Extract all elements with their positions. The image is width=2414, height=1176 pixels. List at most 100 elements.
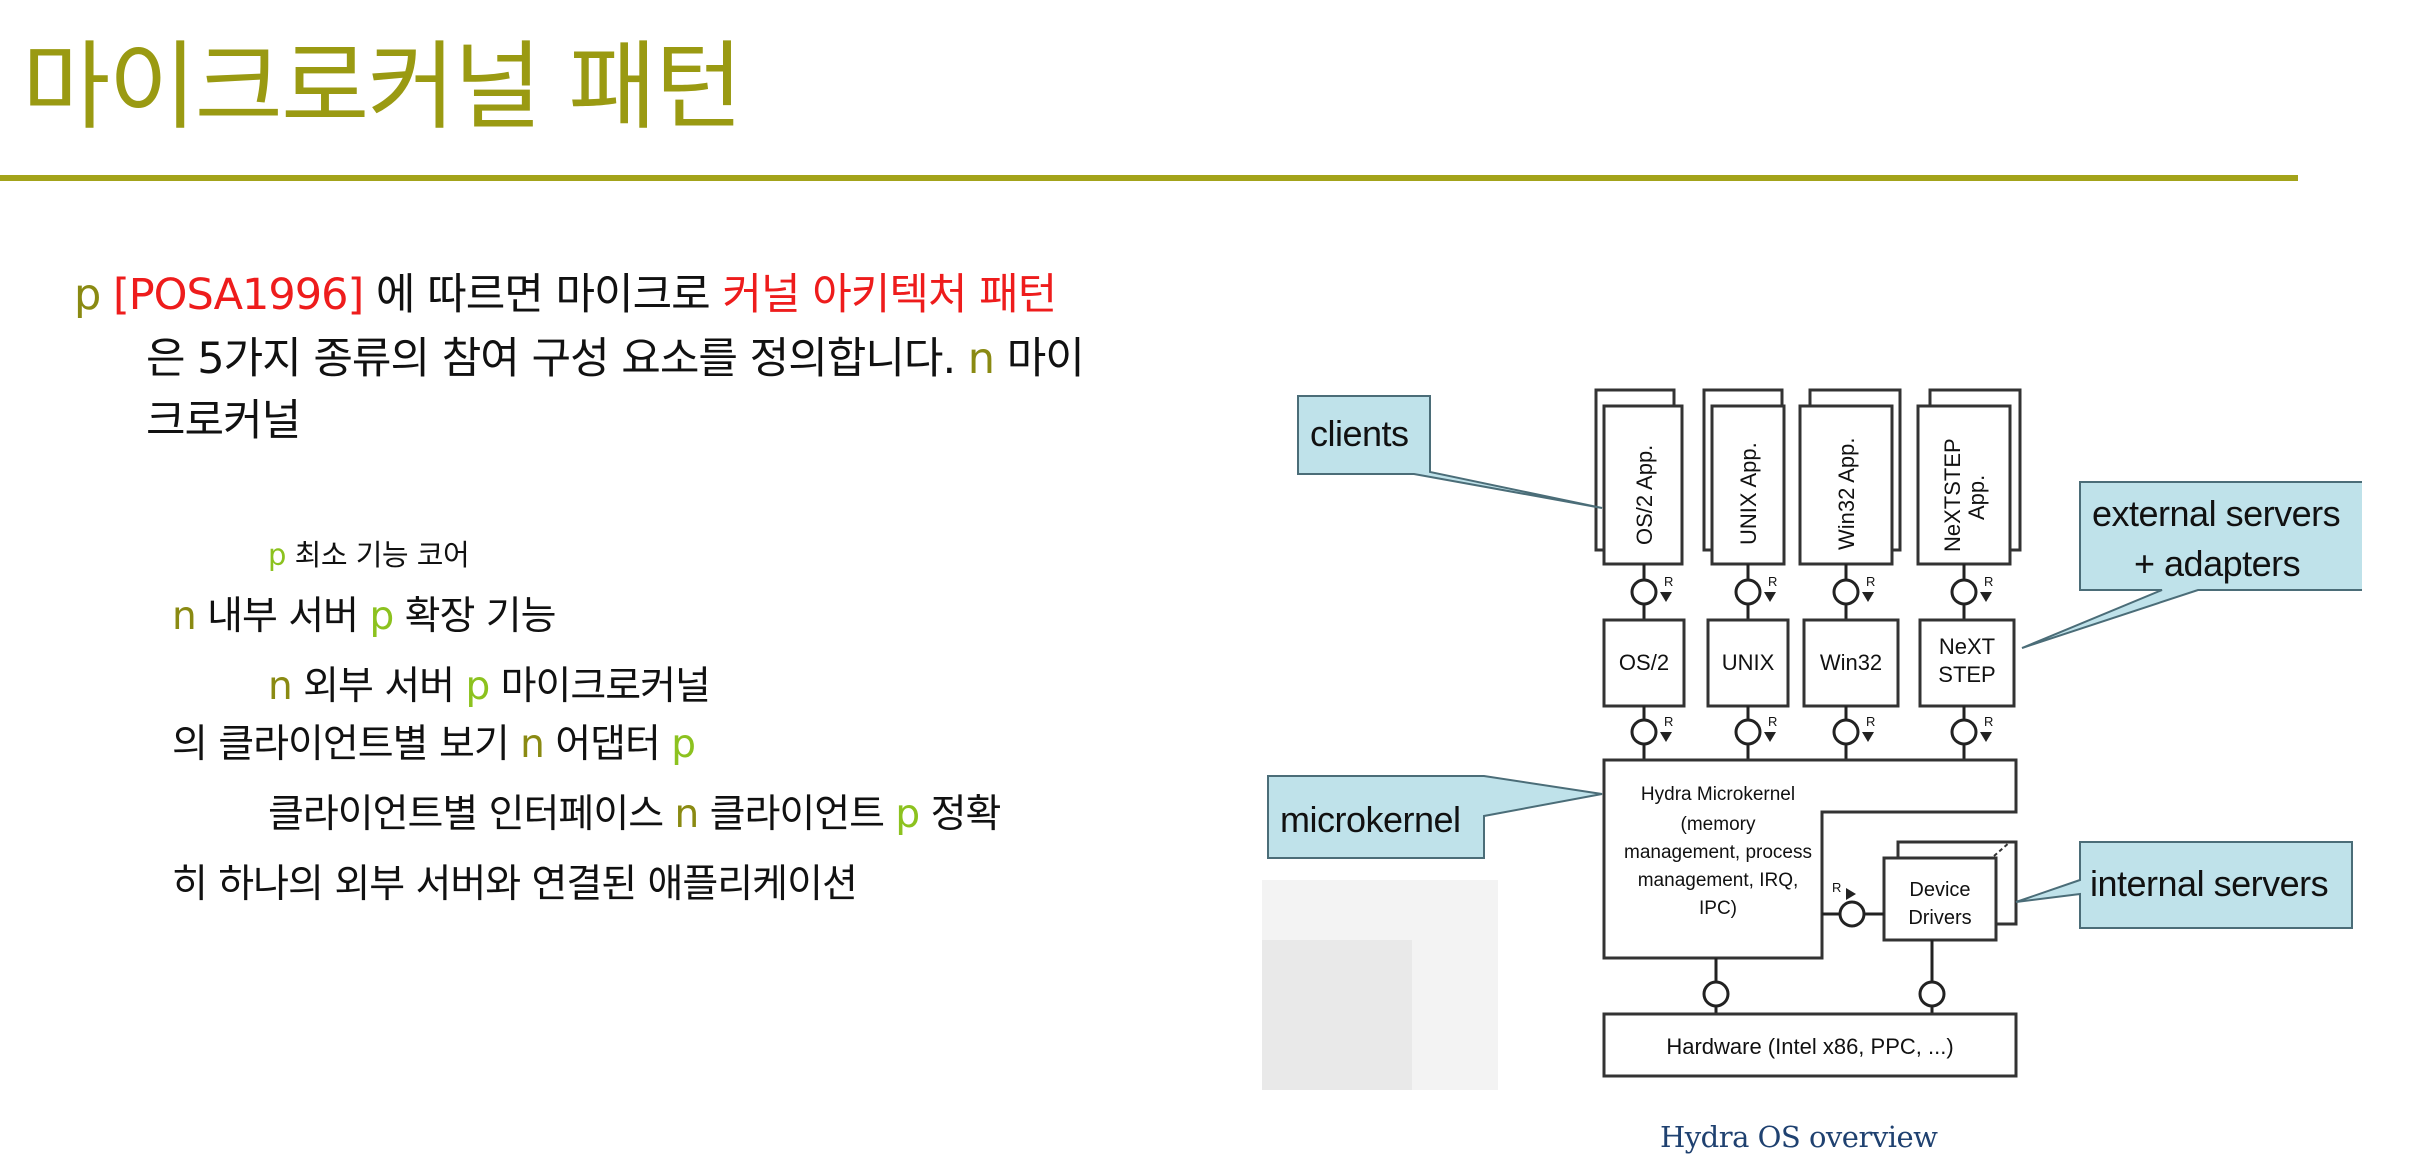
callout-internal-servers (2015, 841, 2353, 929)
body-text: 크로커널 (146, 396, 301, 446)
microkernel-label: Hydra Microkernel (1641, 784, 1795, 805)
bullet-n: n (967, 334, 995, 384)
microkernel-box (1602, 758, 2018, 960)
body-text: 의 클라이언트별 보기 (172, 722, 521, 767)
app-label-os2: OS/2 App. (1632, 445, 1657, 545)
server-box-os2 (1602, 618, 1686, 708)
slide-title: 마이크로커널 패턴 (22, 31, 743, 143)
highlight-text: 커널 아키텍처 패턴 (722, 270, 1057, 320)
body-text: 마이 (994, 334, 1085, 384)
port-r-label: R (1768, 574, 1777, 589)
diagram-background-shade (1262, 940, 1412, 1090)
bullet-p: p (465, 664, 490, 709)
callout-clients (1297, 395, 1603, 509)
body-text: 클라이언트 (698, 792, 896, 837)
bullet-p: p (268, 538, 286, 572)
app-label-nextstep: NeXTSTEP (1940, 438, 1965, 552)
body-line-5: n 내부 서버 p 확장 기능 (172, 594, 557, 641)
body-text: 정확 (919, 792, 1002, 837)
port-circle (1832, 718, 1860, 746)
body-text: 은 5가지 종류의 참여 구성 요소를 정의합니다. (146, 334, 968, 384)
callout-external-label-1: external servers (2092, 493, 2340, 534)
server-label-step: STEP (1938, 662, 1995, 687)
port-circle (1918, 980, 1946, 1008)
app-box-unix (1710, 404, 1786, 566)
hydra-os-diagram: OS/2 App. UNIX App. Win32 App. NeXTSTEP … (1267, 388, 2362, 1078)
drivers-label: Device (1909, 879, 1970, 901)
diagram-caption: Hydra OS overview (1660, 1120, 1938, 1154)
body-line-1: p [POSA1996] 에 따르면 마이크로 커널 아키텍처 패턴 (74, 270, 1057, 322)
server-box-win32 (1802, 618, 1900, 708)
app-box-os2 (1602, 404, 1684, 566)
callout-external-servers (2021, 481, 2362, 649)
body-line-6: n 외부 서버 p 마이크로커널 (268, 664, 711, 711)
port-r-label: R (1664, 574, 1673, 589)
body-text: 클라이언트별 인터페이스 (268, 792, 675, 837)
port-r-label: R (1866, 574, 1875, 589)
body-text: 마이크로커널 (489, 664, 711, 709)
reference-posa1996: [POSA1996] (112, 270, 364, 320)
bullet-n: n (172, 594, 197, 639)
hardware-label: Hardware (Intel x86, PPC, ...) (1666, 1034, 1953, 1059)
port-circle (1832, 578, 1860, 606)
microkernel-label: (memory (1681, 814, 1756, 835)
port-r-label: R (1866, 714, 1875, 729)
server-box-nextstep (1918, 618, 2016, 708)
microkernel-label: IPC) (1699, 898, 1737, 919)
port-r-label: R (1984, 714, 1993, 729)
body-text: 히 하나의 외부 서버와 연결된 애플리케이션 (172, 862, 858, 907)
body-line-3: 크로커널 (146, 396, 301, 448)
server-label-unix: UNIX (1722, 650, 1775, 675)
port-circle (1702, 980, 1730, 1008)
body-line-2: 은 5가지 종류의 참여 구성 요소를 정의합니다. n 마이 (146, 334, 1085, 386)
server-box-unix (1706, 618, 1790, 708)
bullet-n: n (674, 792, 699, 837)
server-label-next: NeXT (1939, 634, 1995, 659)
body-line-7: 의 클라이언트별 보기 n 어댑터 p (172, 722, 696, 769)
title-divider (0, 175, 2298, 181)
body-text: 확장 기능 (393, 594, 557, 639)
port-circle (1734, 718, 1762, 746)
device-drivers-box (1882, 856, 1998, 942)
callout-external-label-2: + adapters (2134, 543, 2300, 584)
body-line-8: 클라이언트별 인터페이스 n 클라이언트 p 정확 (268, 792, 1002, 839)
body-text: 외부 서버 (291, 664, 466, 709)
port-circle (1630, 578, 1658, 606)
port-circle (1950, 718, 1978, 746)
app-box-nextstep (1916, 404, 2012, 566)
callout-microkernel (1267, 775, 1603, 859)
app-label-unix: UNIX App. (1736, 442, 1761, 545)
port-r-label: R (1768, 714, 1777, 729)
port-circle (1838, 900, 1866, 928)
port-r-label: R (1984, 574, 1993, 589)
server-label-os2: OS/2 (1619, 650, 1669, 675)
bullet-p: p (671, 722, 696, 767)
port-circle (1950, 578, 1978, 606)
body-text: 내부 서버 (195, 594, 370, 639)
body-text: 최소 기능 코어 (285, 538, 470, 572)
app-label-nextstep-app: App. (1964, 475, 1989, 520)
port-circle (1630, 718, 1658, 746)
app-box-win32 (1798, 404, 1894, 566)
bullet-n: n (520, 722, 545, 767)
callout-microkernel-label: microkernel (1280, 799, 1461, 840)
microkernel-label: management, process (1624, 842, 1812, 863)
port-r-label: R (1832, 880, 1841, 895)
port-circle (1734, 578, 1762, 606)
port-r-label: R (1664, 714, 1673, 729)
server-label-win32: Win32 (1820, 650, 1882, 675)
bullet-n: n (268, 664, 293, 709)
bullet-p: p (369, 594, 394, 639)
body-text: 어댑터 (543, 722, 672, 767)
callout-clients-label: clients (1310, 413, 1409, 454)
callout-internal-label: internal servers (2090, 863, 2328, 904)
body-line-4: p 최소 기능 코어 (268, 538, 470, 573)
microkernel-label: management, IRQ, (1638, 870, 1799, 891)
body-text: 에 따르면 마이크로 (363, 270, 723, 320)
bullet-p: p (74, 270, 101, 320)
hardware-box (1602, 1012, 2018, 1078)
bullet-p: p (895, 792, 920, 837)
drivers-label: Drivers (1908, 907, 1971, 929)
body-line-9: 히 하나의 외부 서버와 연결된 애플리케이션 (172, 862, 858, 909)
app-label-win32: Win32 App. (1834, 437, 1859, 550)
